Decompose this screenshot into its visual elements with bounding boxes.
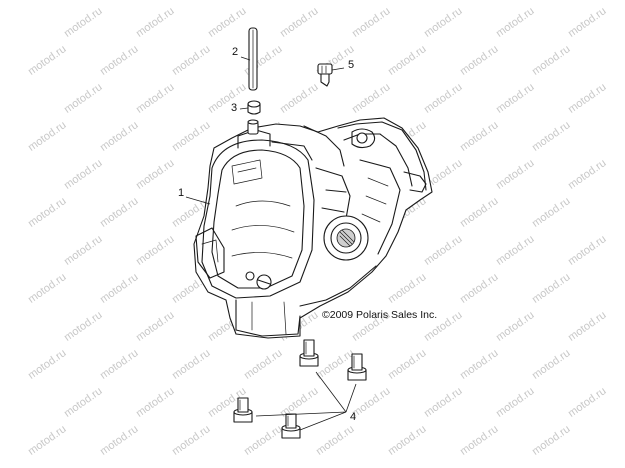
part-plug xyxy=(317,63,333,87)
part-bolt-c xyxy=(233,397,253,423)
part-bolt-d xyxy=(281,413,301,439)
callout-1: 1 xyxy=(178,187,185,199)
callout-3: 3 xyxy=(231,102,238,114)
callout-4: 4 xyxy=(350,411,357,423)
leader-lines xyxy=(185,56,357,431)
part-bushing xyxy=(247,100,261,115)
part-rod xyxy=(248,27,258,91)
part-bolt-b xyxy=(347,353,367,381)
callout-2: 2 xyxy=(232,46,239,58)
callout-5: 5 xyxy=(348,59,355,71)
part-bolt-a xyxy=(299,339,319,367)
copyright-text: ©2009 Polaris Sales Inc. xyxy=(322,309,438,321)
part-housing xyxy=(193,117,433,339)
